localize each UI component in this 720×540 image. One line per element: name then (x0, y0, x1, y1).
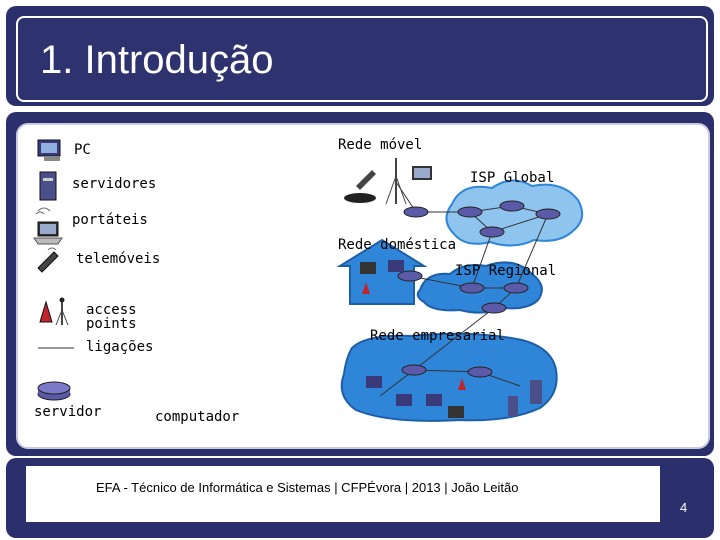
server-icon (40, 172, 56, 200)
regional-isp-label: ISP Regional (455, 263, 556, 279)
enterprise-network-label: Rede empresarial (370, 328, 505, 344)
router-icon (38, 382, 70, 400)
mobile-network-devices (344, 158, 432, 204)
home-network-label: Rede doméstica (338, 237, 456, 253)
legend-laptops-label: portáteis (72, 212, 148, 228)
legend-phones-label: telemóveis (76, 251, 160, 267)
pc-icon (38, 140, 60, 161)
laptop-icon (34, 208, 62, 244)
legend-router-label: servidor (34, 404, 101, 420)
phone-icon (38, 248, 58, 272)
legend-access-points-label-2: points (86, 316, 137, 332)
mobile-network-label: Rede móvel (338, 137, 422, 153)
legend-computer-label: computador (155, 409, 239, 425)
legend-servers-label: servidores (72, 176, 156, 192)
legend-links-label: ligações (86, 339, 153, 355)
global-isp-label: ISP Global (470, 170, 554, 186)
legend-pc-label: PC (74, 142, 91, 158)
access-point-icon (40, 298, 68, 326)
